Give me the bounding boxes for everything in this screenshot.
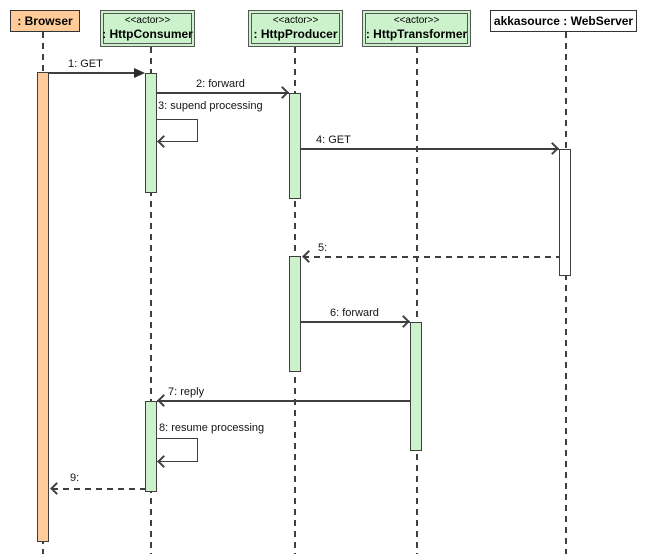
actor-inner-box: <<actor>> : HttpTransformer [365, 13, 468, 44]
message-9-line [52, 488, 145, 490]
participant-stereotype: <<actor>> [124, 14, 171, 26]
message-4-line [301, 148, 559, 150]
participant-box-httptransformer: <<actor>> : HttpTransformer [362, 10, 471, 47]
lifeline-webserver [565, 32, 567, 554]
message-8-self-loop [157, 438, 198, 462]
message-6-arrowhead-icon [397, 315, 410, 328]
message-6-line [301, 321, 410, 323]
message-1-arrowhead-icon [134, 68, 145, 78]
activation-producer-1 [289, 93, 301, 199]
message-5-arrowhead-icon [302, 250, 315, 263]
activation-transformer-1 [410, 322, 422, 451]
participant-name: : HttpProducer [253, 27, 338, 42]
actor-inner-box: <<actor>> : HttpProducer [251, 13, 340, 44]
activation-producer-2 [289, 256, 301, 372]
message-2-line [157, 92, 289, 94]
message-7-line [157, 400, 410, 402]
message-4-label: 4: GET [316, 134, 351, 146]
lifeline-httpconsumer [150, 47, 152, 554]
message-5-label: 5: [318, 242, 328, 254]
message-7-label: 7: reply [168, 386, 205, 398]
message-9-arrowhead-icon [50, 482, 63, 495]
participant-box-browser: : Browser [10, 10, 80, 32]
actor-inner-box: <<actor>> : HttpConsumer [102, 13, 193, 44]
participant-box-webserver: akkasource : WebServer [490, 10, 637, 32]
message-2-arrowhead-icon [276, 86, 289, 99]
message-3-self-loop [157, 119, 198, 142]
participant-name: : Browser [17, 14, 73, 28]
message-2-label: 2: forward [196, 78, 245, 90]
activation-consumer-1 [145, 73, 157, 193]
participant-stereotype: <<actor>> [272, 14, 319, 26]
message-6-label: 6: forward [330, 307, 379, 319]
activation-webserver-1 [559, 149, 571, 276]
message-1-line [49, 72, 134, 74]
participant-box-httpproducer: <<actor>> : HttpProducer [248, 10, 343, 47]
participant-stereotype: <<actor>> [393, 14, 440, 26]
message-3-label: 3: supend processing [158, 100, 263, 112]
activation-consumer-2 [145, 401, 157, 492]
message-9-label: 9: [70, 472, 80, 484]
message-1-label: 1: GET [68, 58, 103, 70]
message-8-label: 8: resume processing [159, 422, 265, 434]
lifeline-httptransformer [416, 47, 418, 554]
activation-browser [37, 72, 49, 542]
participant-name: : HttpConsumer [102, 27, 193, 42]
participant-name: : HttpTransformer [365, 27, 468, 42]
message-5-line [303, 256, 559, 258]
participant-name: akkasource : WebServer [493, 14, 634, 28]
message-4-arrowhead-icon [546, 142, 559, 155]
participant-box-httpconsumer: <<actor>> : HttpConsumer [100, 10, 195, 47]
